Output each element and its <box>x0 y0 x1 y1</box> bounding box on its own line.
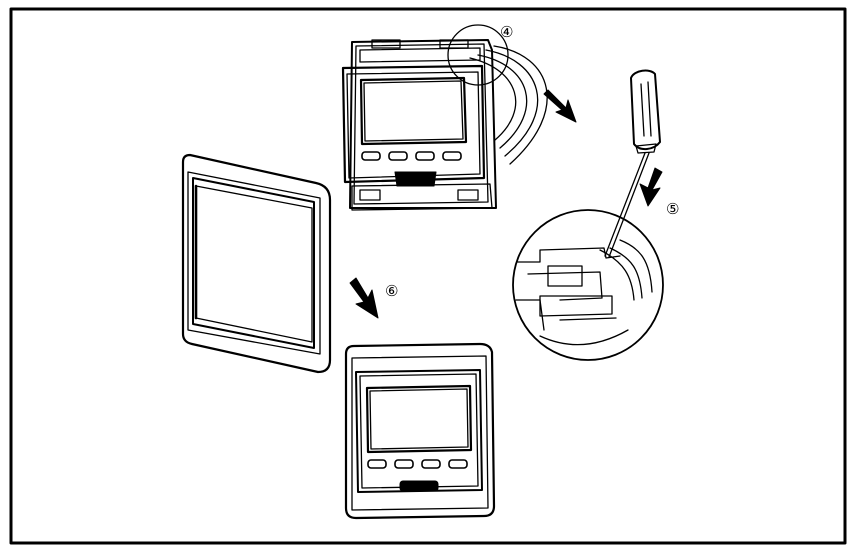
arrow-down-icon <box>639 167 663 207</box>
screwdriver-icon <box>604 69 661 258</box>
arrow-down-right-icon <box>349 277 379 319</box>
detail-zoom-circle <box>512 209 664 361</box>
step-number-5: ⑤ <box>666 200 679 218</box>
cover-frame <box>181 153 332 374</box>
assembled-thermostat <box>344 342 496 520</box>
step-number-6: ⑥ <box>385 282 398 300</box>
arrow-right-down-icon <box>543 89 577 123</box>
diagram-frame <box>9 7 847 545</box>
step-number-4: ④ <box>500 23 513 41</box>
thermostat-body-with-wires <box>341 24 548 211</box>
